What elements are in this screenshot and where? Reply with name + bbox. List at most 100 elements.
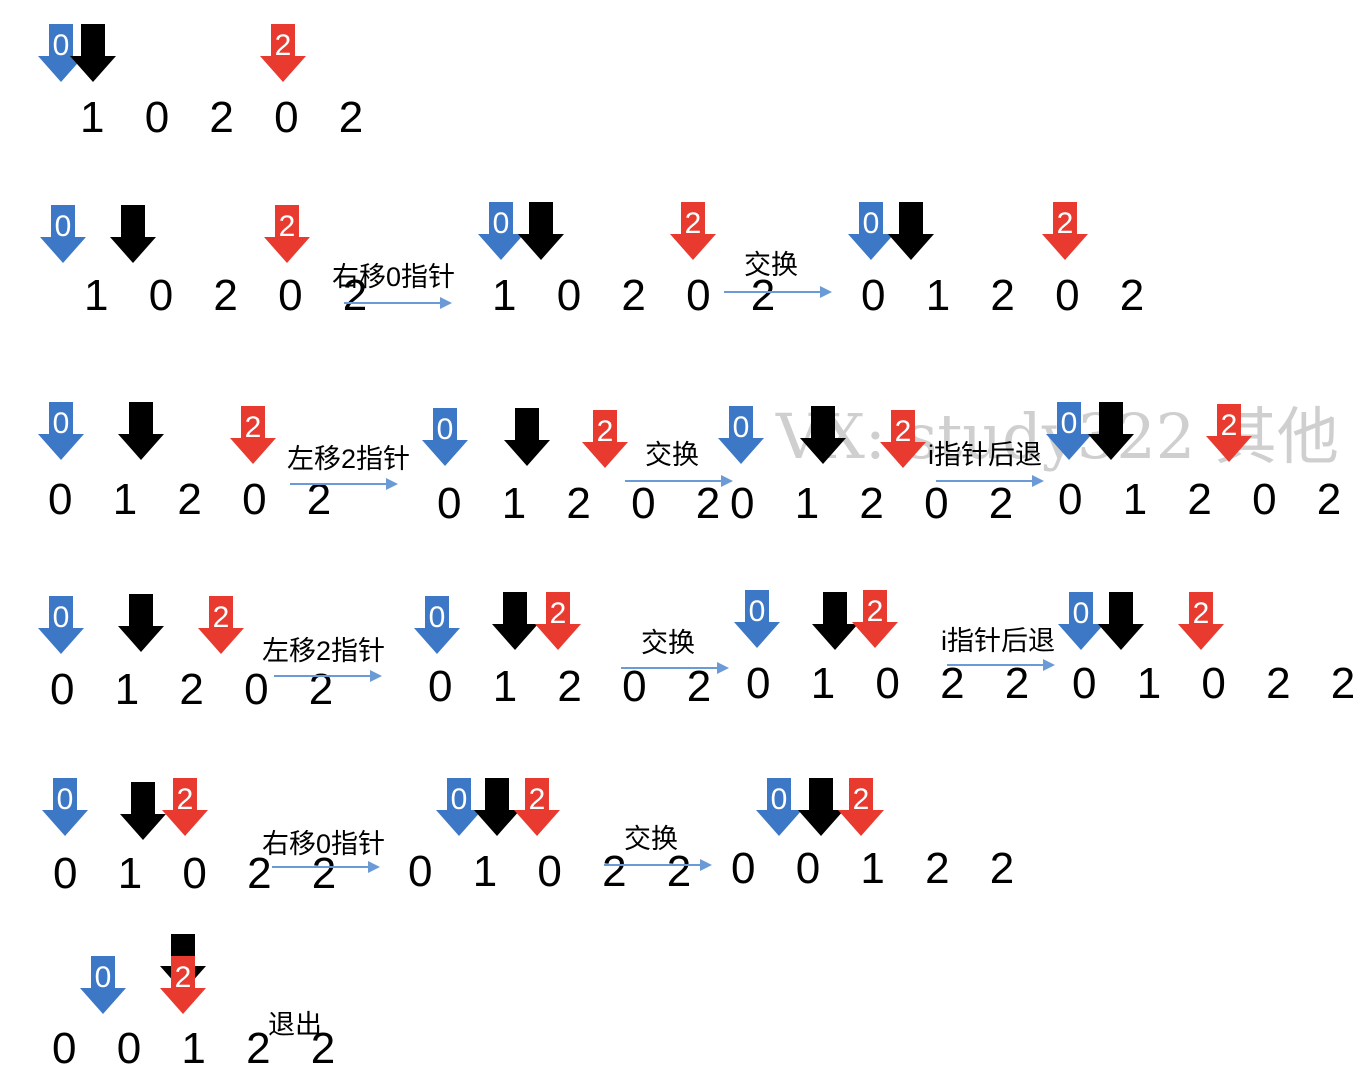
zero-pointer-icon-4-label: 0 bbox=[52, 407, 70, 440]
i-pointer-icon-11 bbox=[1098, 592, 1144, 650]
array-state-7: 0 1 2 0 2 bbox=[1058, 475, 1356, 524]
two-pointer-icon-10-label: 2 bbox=[866, 595, 884, 628]
two-pointer-icon-7-label: 2 bbox=[1220, 409, 1238, 442]
operation-label-8: 右移0指针 bbox=[262, 829, 386, 859]
step-arrow-0 bbox=[344, 296, 452, 310]
array-state-5: 0 1 2 0 2 bbox=[437, 479, 735, 528]
step-arrow-5 bbox=[274, 669, 382, 683]
two-pointer-icon-6-label: 2 bbox=[894, 415, 912, 448]
step-arrow-3 bbox=[625, 474, 733, 488]
zero-pointer-icon-10: 0 bbox=[734, 590, 780, 648]
zero-pointer-icon-6: 0 bbox=[718, 406, 764, 464]
step-arrow-9 bbox=[604, 858, 712, 872]
i-pointer-icon-10 bbox=[812, 592, 858, 650]
zero-pointer-icon-3-label: 0 bbox=[862, 207, 880, 240]
two-pointer-icon-1: 2 bbox=[264, 205, 310, 263]
two-pointer-icon-7: 2 bbox=[1206, 404, 1252, 462]
two-pointer-icon-13-label: 2 bbox=[528, 783, 546, 816]
operation-label-9: 交换 bbox=[624, 824, 678, 854]
two-pointer-icon-0-label: 2 bbox=[274, 29, 292, 62]
i-pointer-icon-14 bbox=[798, 778, 844, 836]
array-state-3: 0 1 2 0 2 bbox=[861, 271, 1159, 320]
array-state-2: 1 0 2 0 2 bbox=[492, 271, 790, 320]
i-pointer-icon-5 bbox=[504, 408, 550, 466]
two-pointer-icon-15-label: 2 bbox=[174, 961, 192, 994]
zero-pointer-icon-5: 0 bbox=[422, 408, 468, 466]
zero-pointer-icon-13-label: 0 bbox=[450, 783, 468, 816]
zero-pointer-icon-7: 0 bbox=[1046, 402, 1092, 460]
i-pointer-icon-9 bbox=[492, 592, 538, 650]
zero-pointer-icon-8-label: 0 bbox=[52, 601, 70, 634]
array-state-15: 0 0 1 2 2 bbox=[52, 1024, 350, 1073]
zero-pointer-icon-5-label: 0 bbox=[436, 413, 454, 446]
operation-label-2: 左移2指针 bbox=[287, 444, 411, 474]
array-state-6: 0 1 2 0 2 bbox=[730, 479, 1028, 528]
two-pointer-icon-15: 2 bbox=[160, 956, 206, 1014]
two-pointer-icon-5: 2 bbox=[582, 410, 628, 468]
zero-pointer-icon-14: 0 bbox=[756, 778, 802, 836]
i-pointer-icon-8 bbox=[118, 594, 164, 652]
two-pointer-icon-12-label: 2 bbox=[176, 783, 194, 816]
zero-pointer-icon-0-label: 0 bbox=[52, 29, 70, 62]
zero-pointer-icon-12-label: 0 bbox=[56, 783, 74, 816]
two-pointer-icon-1-label: 2 bbox=[278, 210, 296, 243]
zero-pointer-icon-9-label: 0 bbox=[428, 601, 446, 634]
i-pointer-icon-4 bbox=[118, 402, 164, 460]
zero-pointer-icon-7-label: 0 bbox=[1060, 407, 1078, 440]
zero-pointer-icon-11: 0 bbox=[1058, 592, 1104, 650]
zero-pointer-icon-0: 0 bbox=[38, 24, 84, 82]
two-pointer-icon-5-label: 2 bbox=[596, 415, 614, 448]
i-pointer-icon-2 bbox=[518, 202, 564, 260]
two-pointer-icon-10: 2 bbox=[852, 590, 898, 648]
two-pointer-icon-3: 2 bbox=[1042, 202, 1088, 260]
array-state-1: 1 0 2 0 2 bbox=[84, 271, 382, 320]
two-pointer-icon-4-label: 2 bbox=[244, 411, 262, 444]
zero-pointer-icon-10-label: 0 bbox=[748, 595, 766, 628]
zero-pointer-icon-12: 0 bbox=[42, 778, 88, 836]
array-state-8: 0 1 2 0 2 bbox=[50, 665, 348, 714]
zero-pointer-icon-2: 0 bbox=[478, 202, 524, 260]
i-pointer-icon-0 bbox=[70, 24, 116, 82]
array-state-11: 0 1 0 2 2 bbox=[1072, 659, 1369, 708]
zero-pointer-icon-8: 0 bbox=[38, 596, 84, 654]
two-pointer-icon-12: 2 bbox=[162, 778, 208, 836]
two-pointer-icon-13: 2 bbox=[514, 778, 560, 836]
i-pointer-icon-7 bbox=[1088, 402, 1134, 460]
array-state-12: 0 1 0 2 2 bbox=[53, 849, 351, 898]
step-arrow-2 bbox=[290, 477, 398, 491]
array-state-13: 0 1 0 2 2 bbox=[408, 847, 706, 896]
i-pointer-icon-13 bbox=[474, 778, 520, 836]
i-pointer-icon-12 bbox=[120, 782, 166, 840]
two-pointer-icon-4: 2 bbox=[230, 406, 276, 464]
array-state-14: 0 0 1 2 2 bbox=[731, 844, 1029, 893]
step-arrow-4 bbox=[936, 474, 1044, 488]
operation-label-6: 交换 bbox=[641, 628, 695, 658]
two-pointer-icon-11: 2 bbox=[1178, 592, 1224, 650]
array-state-10: 0 1 0 2 2 bbox=[746, 659, 1044, 708]
zero-pointer-icon-3: 0 bbox=[848, 202, 894, 260]
zero-pointer-icon-4: 0 bbox=[38, 402, 84, 460]
two-pointer-icon-14: 2 bbox=[838, 778, 884, 836]
i-pointer-icon-6 bbox=[800, 406, 846, 464]
two-pointer-icon-14-label: 2 bbox=[852, 783, 870, 816]
operation-label-0: 右移0指针 bbox=[332, 262, 456, 292]
two-pointer-icon-6: 2 bbox=[880, 410, 926, 468]
operation-label-4: i指针后退 bbox=[928, 440, 1042, 470]
array-state-0: 1 0 2 0 2 bbox=[80, 93, 378, 142]
array-state-9: 0 1 2 0 2 bbox=[428, 662, 726, 711]
two-pointer-icon-3-label: 2 bbox=[1056, 207, 1074, 240]
step-arrow-6 bbox=[621, 661, 729, 675]
i-pointer-icon-3 bbox=[888, 202, 934, 260]
two-pointer-icon-0: 2 bbox=[260, 24, 306, 82]
operation-label-1: 交换 bbox=[744, 250, 798, 280]
step-arrow-8 bbox=[272, 860, 380, 874]
two-pointer-icon-8-label: 2 bbox=[212, 601, 230, 634]
zero-pointer-icon-2-label: 0 bbox=[492, 207, 510, 240]
operation-label-10: 退出 bbox=[268, 1010, 322, 1040]
two-pointer-icon-11-label: 2 bbox=[1192, 597, 1210, 630]
two-pointer-icon-9-label: 2 bbox=[549, 597, 567, 630]
zero-pointer-icon-15: 0 bbox=[80, 956, 126, 1014]
zero-pointer-icon-13: 0 bbox=[436, 778, 482, 836]
zero-pointer-icon-1-label: 0 bbox=[54, 210, 72, 243]
